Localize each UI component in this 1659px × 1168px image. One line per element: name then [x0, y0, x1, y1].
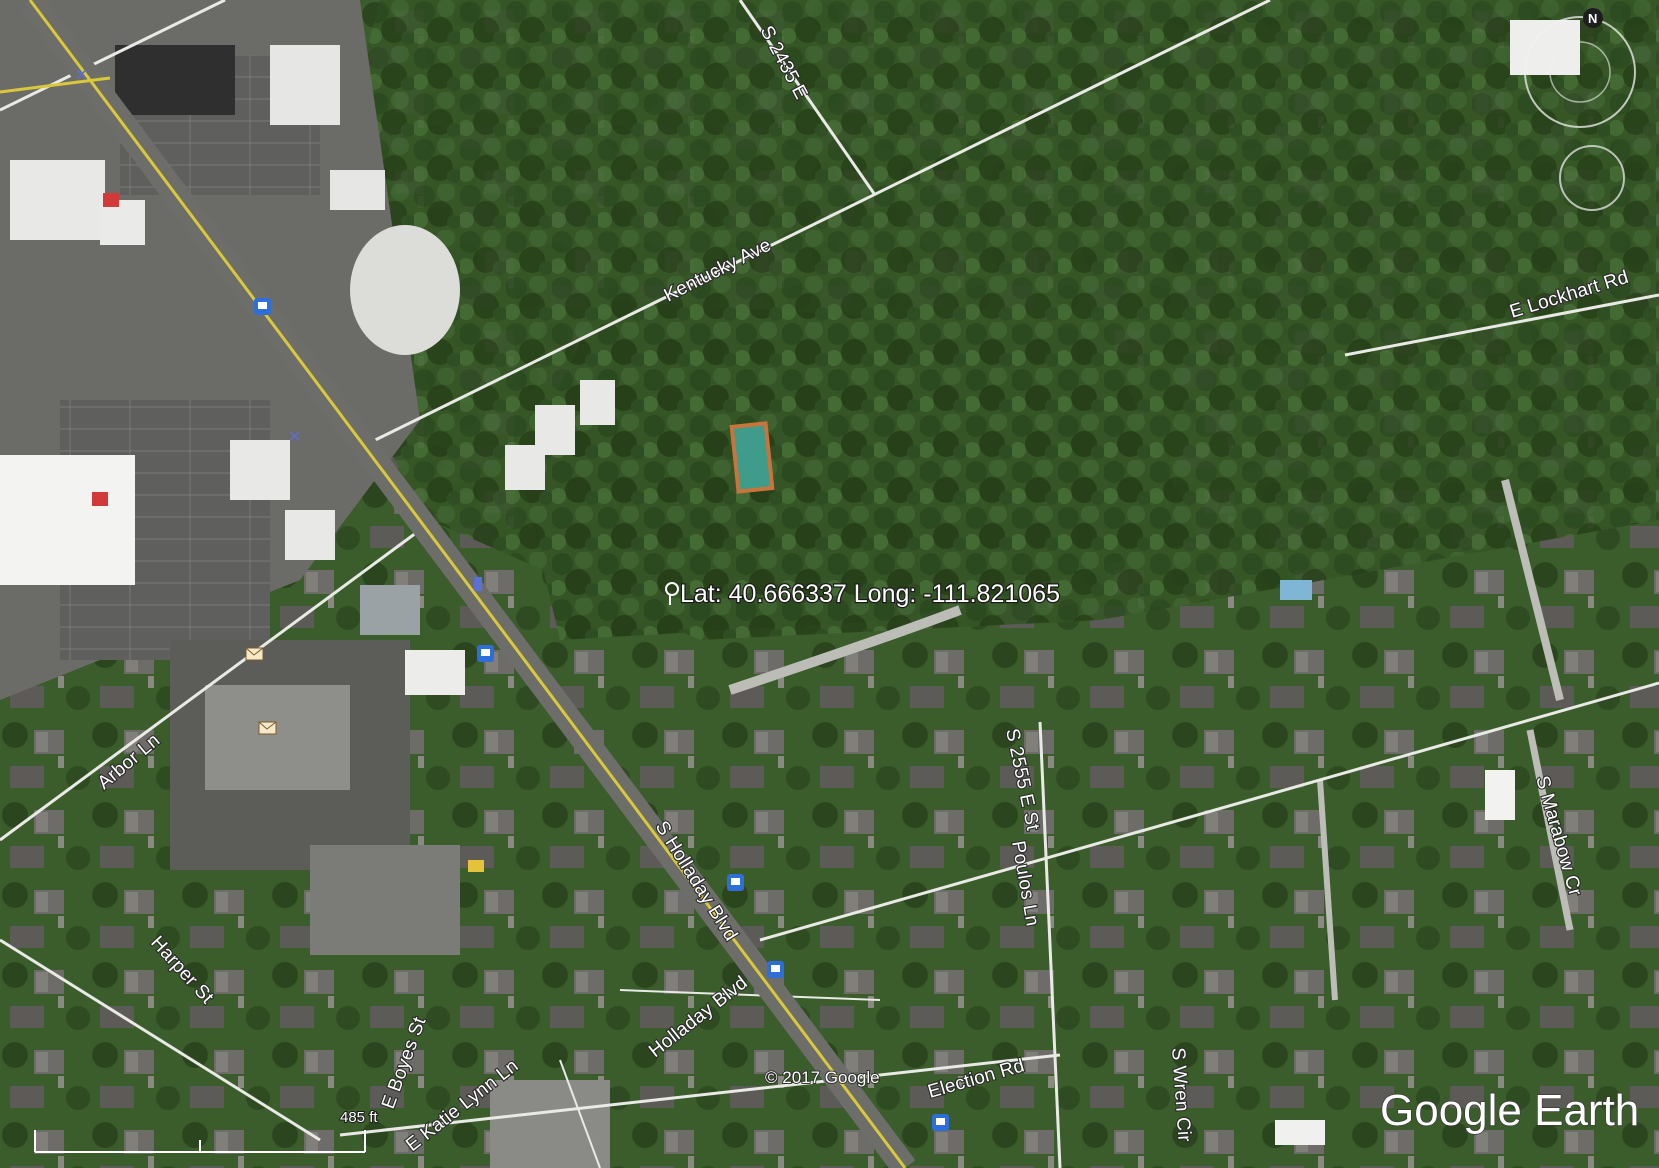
swimming-pool: [1280, 580, 1312, 600]
building-roof: [270, 45, 340, 125]
bus-stop-icon[interactable]: [254, 298, 271, 315]
building-roof: [230, 440, 290, 500]
building-roof: [330, 170, 385, 210]
dense-woods: [520, 300, 1200, 640]
shopping-icon[interactable]: [103, 193, 119, 207]
building-roof: [285, 510, 335, 560]
side-street: [1317, 779, 1338, 1001]
holladay-blvd-road: [0, 0, 916, 1168]
building-roof: [205, 685, 350, 790]
building-roof: [115, 45, 235, 115]
tilt-control[interactable]: [1559, 145, 1625, 211]
svg-text:✕: ✕: [75, 67, 88, 84]
bus-stop-icon[interactable]: [477, 645, 494, 662]
building-roof: [100, 200, 145, 245]
building-roof: [1510, 20, 1580, 75]
building-roof: [310, 845, 460, 955]
building-roof: [405, 650, 465, 695]
landmark-icon[interactable]: [474, 577, 482, 591]
coordinate-pin[interactable]: [665, 582, 679, 605]
side-street: [1526, 729, 1574, 931]
svg-text:✕: ✕: [288, 429, 301, 446]
mail-icon[interactable]: [245, 647, 264, 661]
mail-icon[interactable]: [258, 721, 277, 735]
building-roof: [360, 585, 420, 635]
building-roof: [1485, 770, 1515, 820]
shopping-icon[interactable]: [92, 492, 108, 506]
copyright-notice: © 2017 Google: [765, 1068, 880, 1087]
poi-icons: ✕ ✕: [75, 67, 949, 1131]
scale-label: 485 ft: [340, 1109, 378, 1126]
bus-stop-icon[interactable]: [932, 1114, 949, 1131]
restaurant-icon[interactable]: ✕: [288, 429, 301, 446]
building-roof: [1275, 1120, 1325, 1145]
side-street: [728, 605, 962, 695]
scale-bar: 485 ft: [34, 1108, 379, 1153]
bus-stop-icon[interactable]: [727, 874, 744, 891]
building-roof: [580, 380, 615, 425]
building-roof: [10, 160, 105, 240]
building-roof: [490, 1080, 610, 1168]
building-roof: [0, 455, 135, 585]
compass-control[interactable]: N: [1524, 8, 1636, 128]
compass-north-label: N: [1588, 11, 1597, 26]
tennis-court: [729, 421, 775, 494]
building-roof-solar: [350, 225, 460, 355]
side-street: [1501, 479, 1564, 701]
bus-stop-icon[interactable]: [767, 961, 784, 978]
building-roof: [505, 445, 545, 490]
school-icon[interactable]: [468, 860, 484, 872]
coordinates-label: Lat: 40.666337 Long: -111.821065: [680, 580, 1060, 608]
google-earth-logo: Google Earth: [1380, 1086, 1639, 1135]
restaurant-icon[interactable]: ✕: [75, 67, 88, 84]
